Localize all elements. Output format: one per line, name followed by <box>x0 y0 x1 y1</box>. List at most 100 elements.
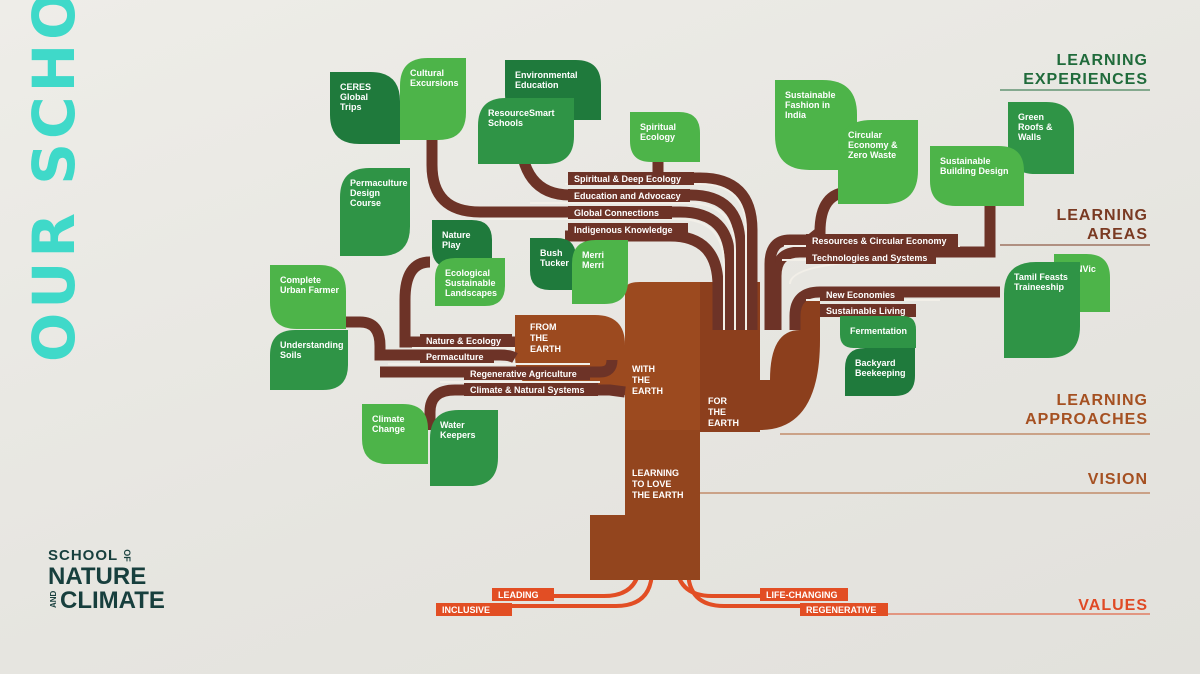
area-permaculture: Permaculture <box>426 352 484 362</box>
leaf-shape <box>400 58 466 140</box>
area-resources-circular: Resources & Circular Economy <box>812 236 947 246</box>
logo-line-3: CLIMATE <box>60 587 165 614</box>
leaf-shape <box>840 316 916 348</box>
value-inclusive: INCLUSIVE <box>442 605 490 615</box>
area-global-connections: Global Connections <box>574 208 659 218</box>
leaf-label: Fermentation <box>850 326 907 336</box>
area-new-economies: New Economies <box>826 290 895 300</box>
area-climate-natural-systems: Climate & Natural Systems <box>470 385 585 395</box>
leaf-shape <box>775 80 857 170</box>
leaf-shape <box>1008 102 1074 174</box>
value-life-changing: LIFE-CHANGING <box>766 590 838 600</box>
leaf-shape <box>838 120 918 204</box>
leaf-shape <box>362 404 428 464</box>
logo-line-1: SCHOOL <box>48 547 119 564</box>
area-nature-ecology: Nature & Ecology <box>426 336 501 346</box>
area-spiritual-deep-ecology: Spiritual & Deep Ecology <box>574 174 681 184</box>
leaf-fermentation: Fermentation <box>840 316 916 348</box>
leaf-shape <box>340 168 410 256</box>
area-technologies-systems: Technologies and Systems <box>812 253 927 263</box>
leaf-shape <box>572 240 628 304</box>
leaf-shape <box>270 265 346 329</box>
area-labels: Spiritual & Deep Ecology Education and A… <box>420 172 958 396</box>
leaf-shape <box>478 98 574 164</box>
tier-values: VALUES <box>1078 597 1148 614</box>
value-tags: LEADING INCLUSIVE LIFE-CHANGING REGENERA… <box>436 588 888 616</box>
leaf-shape <box>435 258 505 306</box>
root-life-changing <box>674 520 845 598</box>
area-education-advocacy: Education and Advocacy <box>574 191 681 201</box>
tier-rules <box>690 89 1150 615</box>
leaf-shape <box>1004 262 1080 358</box>
leaf-shape <box>845 348 915 396</box>
logo-line-2: NATURE <box>48 563 147 590</box>
area-regenerative-agriculture: Regenerative Agriculture <box>470 369 577 379</box>
value-leading: LEADING <box>498 590 539 600</box>
leaf-shape <box>330 72 400 144</box>
tier-le-line1: LEARNING <box>1056 52 1148 69</box>
leaf-shape <box>430 410 498 486</box>
leaf-shape <box>930 146 1024 206</box>
area-sustainable-living: Sustainable Living <box>826 306 906 316</box>
leaf-shape <box>530 238 576 290</box>
leaf-shape <box>270 330 348 390</box>
tier-vision: VISION <box>1088 471 1148 488</box>
value-regenerative: REGENERATIVE <box>806 605 876 615</box>
area-indigenous-knowledge: Indigenous Knowledge <box>574 225 673 235</box>
leaf-shape <box>630 112 700 162</box>
leaf-shape <box>432 220 492 268</box>
